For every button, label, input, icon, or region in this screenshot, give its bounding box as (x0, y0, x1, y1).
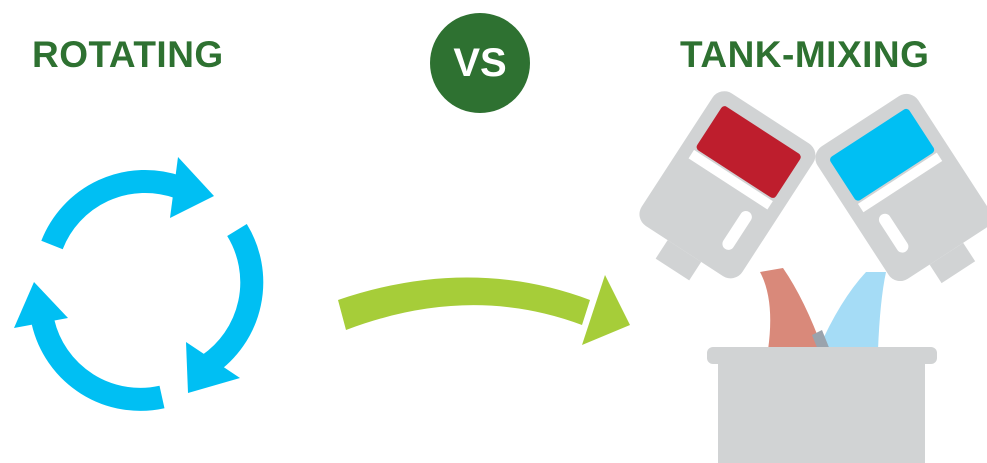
red-jug (622, 86, 821, 302)
tank-body (718, 364, 925, 463)
curved-arrow-body (338, 278, 590, 331)
cycle-arc-top (52, 181, 178, 245)
curved-arrow-head (582, 275, 630, 345)
arrowhead-top (170, 157, 214, 218)
tank-mixing-jugs-icon (622, 86, 987, 463)
curved-arrow-icon (338, 275, 630, 345)
cycle-arc-right (208, 230, 252, 365)
blue-jug (810, 89, 987, 305)
cycle-arc-left (43, 322, 162, 399)
pour-stream-blue (818, 272, 886, 350)
tank-rim (707, 347, 937, 364)
arrowhead-left (14, 282, 68, 328)
